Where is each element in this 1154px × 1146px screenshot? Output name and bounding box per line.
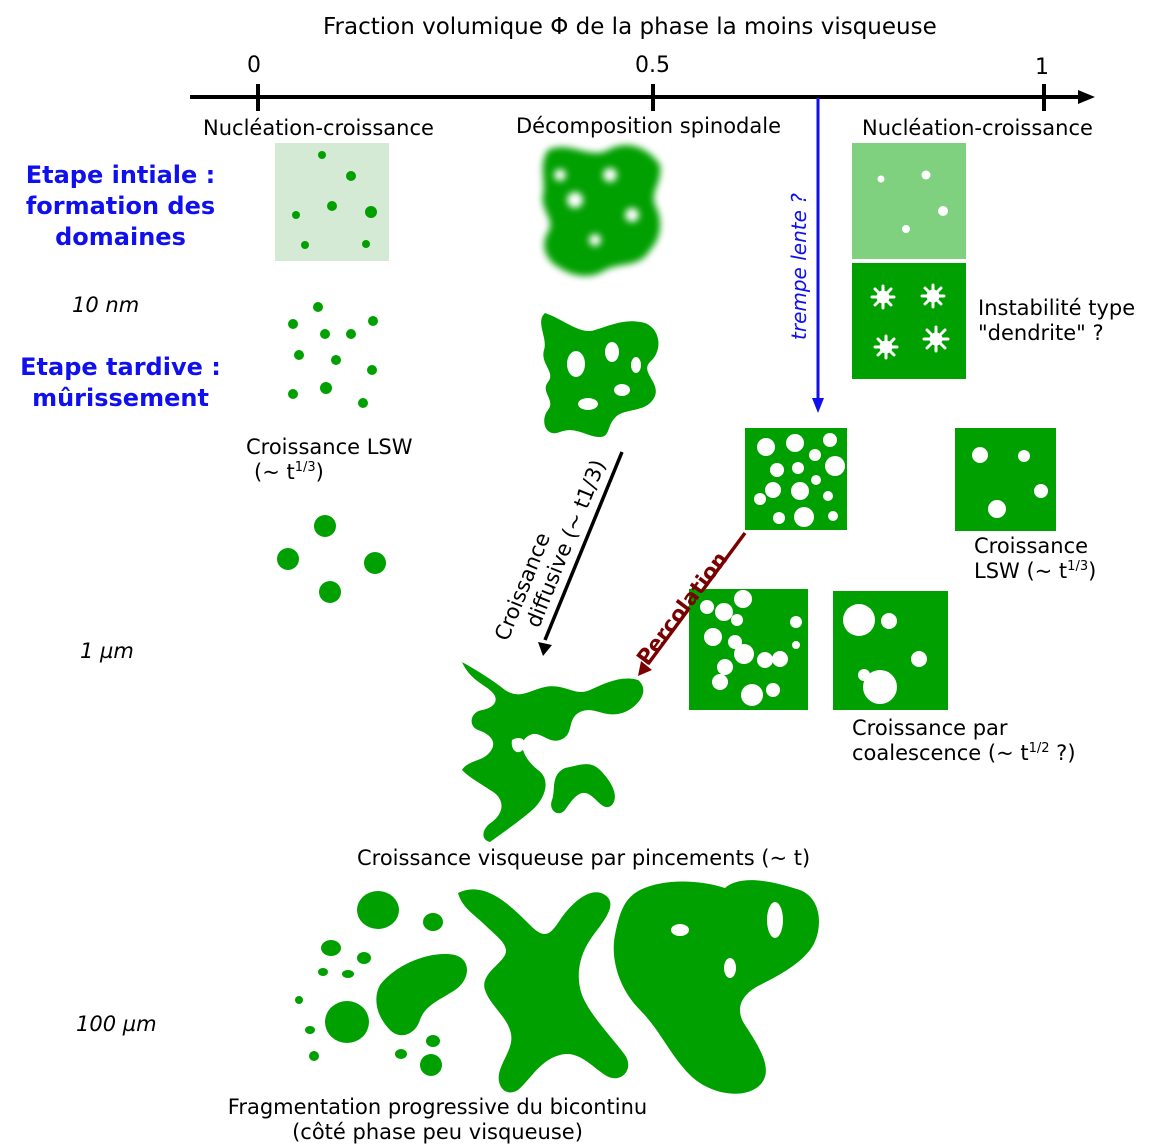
scale-100um: 100 µm bbox=[76, 1012, 157, 1036]
lsw-right-label: Croissance LSW (~ t1/3) bbox=[974, 534, 1097, 584]
viscous-label: Croissance visqueuse par pincements (~ t… bbox=[357, 846, 811, 870]
fragmentation-pattern bbox=[295, 880, 820, 1094]
dendrite-box bbox=[852, 263, 966, 379]
phi-axis bbox=[190, 84, 1095, 111]
spinodal-late-pattern bbox=[541, 313, 659, 438]
diffusive-arrow bbox=[538, 451, 624, 656]
spinodal-initial-pattern bbox=[542, 145, 661, 276]
bubbles-box bbox=[745, 428, 847, 530]
left-initial-box bbox=[275, 143, 389, 261]
axis-tick-label-05: 0.5 bbox=[635, 53, 670, 78]
coalescence-large-box bbox=[833, 591, 948, 710]
scale-1um: 1 µm bbox=[80, 639, 134, 663]
left-large-droplets bbox=[277, 515, 386, 603]
stage-late-label: Etape tardive : mûrissement bbox=[20, 353, 221, 413]
stage-initial-label: Etape intiale : formation des domaines bbox=[25, 161, 216, 252]
trempe-label: trempe lente ? bbox=[787, 193, 811, 340]
left-late-droplets bbox=[288, 302, 378, 408]
regime-right-label: Nucléation-croissance bbox=[862, 116, 1093, 140]
lsw-left-label: Croissance LSW (~ t1/3) bbox=[246, 435, 413, 485]
scale-10nm: 10 nm bbox=[72, 293, 140, 317]
viscous-pinching-pattern bbox=[462, 662, 644, 842]
regime-left-label: Nucléation-croissance bbox=[203, 116, 434, 140]
instability-label: Instabilité type "dendrite" ? bbox=[978, 296, 1136, 346]
fragmentation-label: Fragmentation progressive du bicontinu (… bbox=[227, 1095, 648, 1145]
axis-title: Fraction volumique Φ de la phase la moin… bbox=[323, 14, 937, 40]
axis-tick-label-1: 1 bbox=[1035, 55, 1049, 80]
axis-tick-label-0: 0 bbox=[247, 53, 261, 78]
right-initial-box bbox=[852, 143, 966, 259]
coalescence-chain-box bbox=[689, 589, 808, 710]
axis-arrow-icon bbox=[1078, 90, 1095, 104]
lsw-right-box bbox=[955, 428, 1056, 531]
coalescence-label: Croissance par coalescence (~ t1/2 ?) bbox=[852, 716, 1076, 766]
trempe-arrow bbox=[812, 98, 824, 413]
regime-middle-label: Décomposition spinodale bbox=[516, 114, 782, 138]
